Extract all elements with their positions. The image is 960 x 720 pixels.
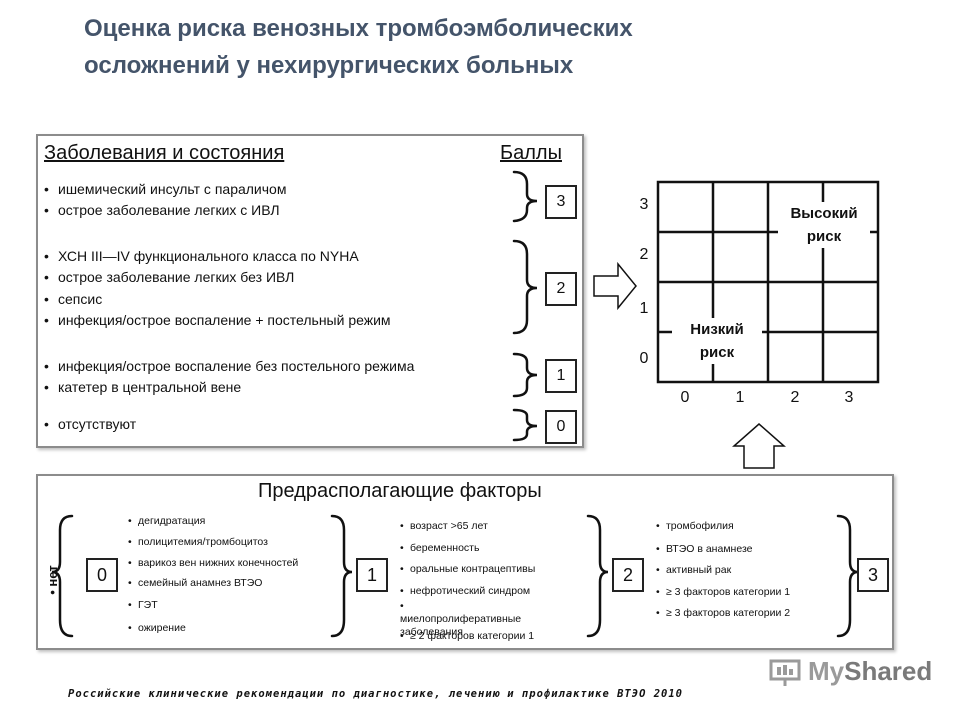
factor-item: •возраст >65 лет [400,520,488,532]
brace-right-2 [836,514,859,638]
condition-item: •инфекция/острое воспаление + постельный… [44,312,391,328]
brace-left-0 [51,514,74,638]
x-tick: 1 [735,389,745,406]
conditions-header: Заболевания и состояния [44,142,285,164]
factor-score-1: 1 [356,558,388,592]
score-box-0: 0 [545,410,577,444]
condition-item: •инфекция/острое воспаление без постельн… [44,358,415,374]
x-tick: 2 [790,389,800,406]
score-box-3: 3 [545,185,577,219]
factor-item: •ВТЭО в анамнезе [656,543,753,555]
brace-score-1 [512,352,538,398]
brace-right-0 [330,514,353,638]
factors-panel [36,474,894,650]
factor-item: •нефротический синдром [400,585,531,597]
conditions-panel [36,134,584,448]
score-box-1: 1 [545,359,577,393]
factors-header: Предрасполагающие факторы [258,480,542,502]
x-tick: 0 [680,389,690,406]
brace-score-3 [512,170,538,223]
brace-score-2 [512,239,538,335]
title-line-2: осложнений у нехирургических больных [84,52,574,79]
factor-item: •ГЭТ [128,599,158,611]
condition-item: •острое заболевание легких с ИВЛ [44,202,280,218]
factor-item: •дегидратация [128,515,206,527]
factor-item: •тромбофилия [656,520,734,532]
brace-score-0 [512,408,538,442]
condition-item: •ХСН III—IV функционального класса по NY… [44,248,359,264]
factor-item: •полицитемия/тромбоцитоз [128,536,268,548]
x-tick: 3 [844,389,854,406]
brand-name: MyShared [808,656,933,686]
brand-watermark: MyShared [768,656,932,687]
condition-item: •отсутствуют [44,416,137,432]
presentation-icon [769,659,801,686]
arrow-up-icon [732,423,786,469]
y-tick: 2 [639,246,649,263]
factor-item: •≥ 3 факторов категории 1 [656,586,791,598]
arrow-right-icon [593,261,637,311]
score-header: Баллы [500,142,562,164]
factor-item: •беременность [400,542,480,554]
y-tick: 1 [639,300,649,317]
condition-item: •острое заболевание легких без ИВЛ [44,269,295,285]
y-tick: 3 [639,196,649,213]
factor-score-3: 3 [857,558,889,592]
page-title: Оценка риска венозных тромбоэмболических… [84,10,884,84]
factor-item: •≥ 2 факторов категории 1 [400,630,535,642]
factor-item: •семейный анамнез ВТЭО [128,577,263,589]
factor-item: •миелопролиферативные заболевания [400,600,522,638]
factor-item: •ожирение [128,622,186,634]
factor-item: •≥ 3 факторов категории 2 [656,607,791,619]
title-line-1: Оценка риска венозных тромбоэмболических [84,15,633,42]
factor-item: •варикоз вен нижних конечностей [128,557,299,569]
factor-item: •активный рак [656,564,732,576]
factor-score-0: 0 [86,558,118,592]
score-box-2: 2 [545,272,577,306]
footer-citation: Российские клинические рекомендации по д… [68,688,684,700]
condition-item: •сепсис [44,291,103,307]
condition-item: •ишемический инсульт с параличом [44,181,287,197]
factor-item: •оральные контрацептивы [400,563,536,575]
condition-item: •катетер в центральной вене [44,379,242,395]
y-tick: 0 [639,350,649,367]
factor-score-2: 2 [612,558,644,592]
brace-right-1 [586,514,609,638]
